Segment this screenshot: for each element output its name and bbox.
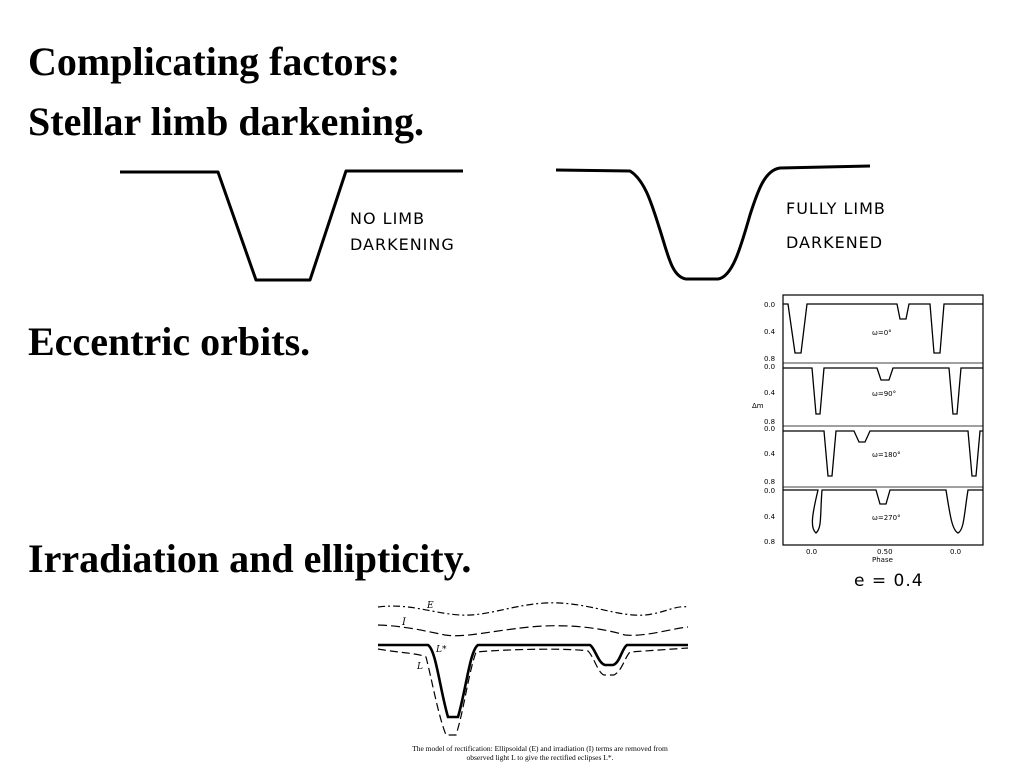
irradiation-caption: The model of rectification: Ellipsoidal … bbox=[380, 744, 700, 762]
ytick-label: 0.0 bbox=[764, 301, 775, 309]
xtick-label: 0.0 bbox=[806, 548, 817, 556]
y-axis-label: Δm bbox=[752, 402, 764, 410]
light-curve-panel-1 bbox=[783, 303, 983, 354]
ytick-label: 0.8 bbox=[764, 478, 775, 486]
observed-curve-l bbox=[377, 647, 689, 736]
no-limb-darkening-curve bbox=[120, 169, 463, 282]
heading-limb-darkening: Stellar limb darkening. bbox=[28, 99, 424, 144]
rectified-curve-lstar bbox=[378, 643, 688, 719]
xtick-label: 0.50 bbox=[877, 548, 893, 556]
omega-label-panel-2: ω=90° bbox=[872, 390, 896, 398]
fully-limb-darkened-curve bbox=[555, 164, 871, 281]
label-l: L bbox=[416, 662, 423, 672]
eccentricity-label: e = 0.4 bbox=[854, 571, 924, 590]
ytick-label: 0.4 bbox=[764, 328, 776, 336]
ytick-label: 0.8 bbox=[764, 418, 775, 426]
eccentric-figure-frame bbox=[782, 294, 984, 546]
omega-label-panel-1: ω=0° bbox=[872, 329, 892, 337]
xtick-label: 0.0 bbox=[950, 548, 961, 556]
ytick-label: 0.8 bbox=[764, 355, 775, 363]
no-limb-label-line2: DARKENING bbox=[350, 235, 455, 254]
light-curve-panel-4 bbox=[783, 489, 983, 534]
limb-darkening-diagram: NO LIMB DARKENING FULLY LIMB DARKENED bbox=[120, 164, 886, 282]
label-lstar: L* bbox=[435, 645, 447, 655]
full-limb-label-line1: FULLY LIMB bbox=[786, 199, 886, 218]
ytick-label: 0.4 bbox=[764, 513, 776, 521]
ytick-label: 0.0 bbox=[764, 363, 775, 371]
omega-label-panel-4: ω=270° bbox=[872, 514, 901, 522]
full-limb-label-line2: DARKENED bbox=[786, 233, 883, 252]
ellipsoidal-curve bbox=[377, 602, 689, 616]
label-e: E bbox=[426, 601, 434, 611]
no-limb-label-line1: NO LIMB bbox=[350, 209, 425, 228]
caption-line-2: observed light L to give the rectified e… bbox=[466, 753, 614, 762]
label-i: I bbox=[401, 617, 407, 628]
ytick-label: 0.4 bbox=[764, 389, 776, 397]
irradiation-ellipticity-figure: E I L* L bbox=[377, 601, 689, 736]
light-curve-panel-2 bbox=[783, 367, 983, 415]
ytick-label: 0.0 bbox=[764, 425, 775, 433]
heading-irradiation-ellipticity: Irradiation and ellipticity. bbox=[28, 536, 472, 581]
ytick-label: 0.4 bbox=[764, 450, 776, 458]
ytick-label: 0.8 bbox=[764, 538, 775, 546]
x-axis-label: Phase bbox=[872, 556, 893, 564]
ytick-label: 0.0 bbox=[764, 487, 775, 495]
eccentric-orbits-figure: 0.0 0.4 0.8 ω=0° 0.0 0.4 0.8 ω=90° Δm 0.… bbox=[752, 294, 984, 590]
heading-eccentric-orbits: Eccentric orbits. bbox=[28, 319, 311, 364]
omega-label-panel-3: ω=180° bbox=[872, 451, 901, 459]
caption-line-1: The model of rectification: Ellipsoidal … bbox=[412, 744, 668, 753]
heading-complicating-factors: Complicating factors: bbox=[28, 39, 401, 84]
irradiation-curve bbox=[377, 624, 689, 637]
light-curve-panel-3 bbox=[783, 430, 983, 477]
